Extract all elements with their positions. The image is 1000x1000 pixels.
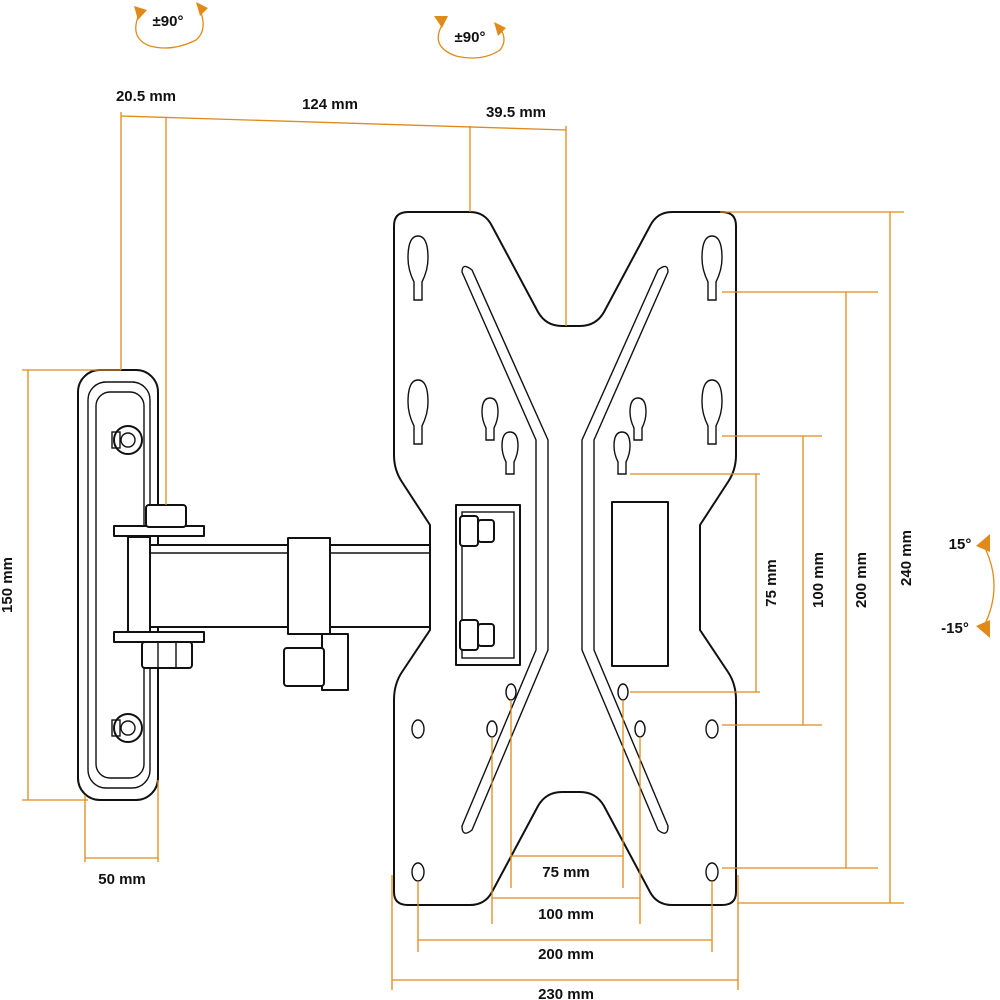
vesa-v-200-label: 200 mm (853, 552, 870, 608)
keyhole-slots (407, 235, 723, 475)
arm-sleeve (287, 537, 331, 635)
hinge-bottom-nut-icon (141, 641, 193, 669)
wall-offset-label: 20.5 mm (116, 88, 176, 105)
swivel-left-arrow-icon (134, 2, 208, 49)
vesa-v-240-label: 240 mm (898, 530, 915, 586)
vesa-h-100-label: 100 mm (538, 906, 594, 923)
vesa-h-75-label: 75 mm (542, 864, 590, 881)
tilt-down-label: -15° (941, 620, 969, 637)
tilt-up-label: 15° (949, 536, 972, 553)
vesa-plate (393, 211, 737, 906)
right-block (611, 501, 669, 667)
tilt-arrow-icon (976, 534, 995, 638)
arm-lock-knob-icon (283, 647, 325, 687)
hinge-top-nut-icon (145, 504, 187, 528)
wall-plate-top-screw-icon (111, 425, 143, 455)
vesa-h-230-label: 230 mm (538, 986, 594, 1000)
wall-plate-height-label: 150 mm (0, 557, 16, 613)
swivel-right-arrow-icon (434, 16, 506, 59)
vesa-h-200-label: 200 mm (538, 946, 594, 963)
hinge-bottom-plate (113, 631, 205, 643)
swivel-right-label: ±90° (455, 29, 486, 46)
vesa-v-100-label: 100 mm (810, 552, 827, 608)
wall-plate-width-label: 50 mm (98, 871, 146, 888)
dimension-lines (22, 112, 904, 990)
wall-plate-bottom-screw-icon (111, 713, 143, 743)
tilt-bolt-top-icon (459, 515, 495, 547)
arm-clip (321, 633, 349, 691)
swivel-left-label: ±90° (153, 13, 184, 30)
vesa-v-75-label: 75 mm (763, 559, 780, 607)
plate-offset-label: 39.5 mm (486, 104, 546, 121)
tilt-bolt-bottom-icon (459, 619, 495, 651)
swing-arm (127, 536, 441, 691)
arm-length-label: 124 mm (302, 96, 358, 113)
